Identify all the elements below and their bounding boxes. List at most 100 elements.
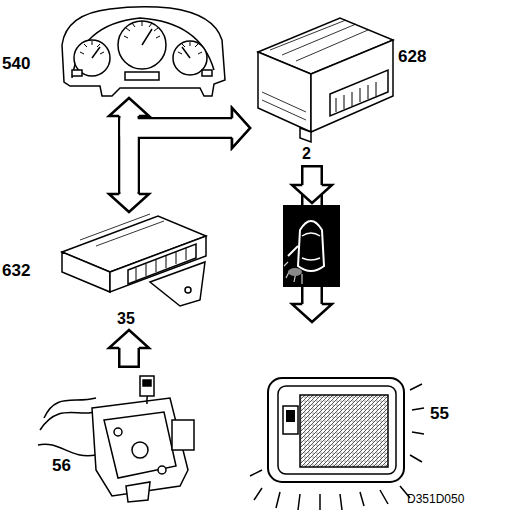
control-module-part <box>262 92 306 120</box>
central-module-part <box>110 236 206 292</box>
door-open-icon-part <box>302 233 320 260</box>
door-lock-unit-part <box>140 376 154 396</box>
pin-number: 35 <box>117 311 135 327</box>
door-lock-unit-part <box>158 466 166 474</box>
door-lock-unit-part <box>132 442 148 458</box>
door-open-icon-part <box>284 262 302 284</box>
instrument-cluster <box>62 7 225 96</box>
central-module-part <box>150 262 205 306</box>
instrument-cluster-part <box>62 7 225 96</box>
door-open-icon-part <box>288 268 302 276</box>
component-node: 628 <box>250 15 395 165</box>
door-lock-unit-part <box>126 482 150 502</box>
door-lock-unit-part <box>38 444 96 456</box>
block-arrow-head-part <box>292 185 332 203</box>
block-arrow <box>121 116 138 194</box>
component-node: 540 <box>60 5 225 98</box>
central-module-part <box>185 287 191 293</box>
block-arrow <box>129 128 232 192</box>
courtesy-light <box>250 378 424 510</box>
control-module-part <box>336 82 376 112</box>
arrow-tail <box>301 165 323 168</box>
door-open-icon-part <box>283 205 340 287</box>
door-open-icon-part <box>298 221 324 271</box>
arrow-tail <box>118 366 140 369</box>
block-arrow-head <box>292 185 332 203</box>
block-arrow <box>118 348 140 368</box>
door-lock-unit-part <box>40 410 100 430</box>
courtesy-light-part <box>283 406 298 434</box>
block-arrow <box>121 348 138 368</box>
component-node: 56 <box>35 368 197 503</box>
instrument-cluster-part <box>92 47 100 58</box>
arrow-head <box>109 98 149 116</box>
instrument-cluster-part <box>178 42 202 54</box>
courtesy-light-part <box>268 378 404 482</box>
instrument-cluster-part <box>124 21 160 38</box>
block-arrow <box>304 165 321 304</box>
instrument-cluster-part <box>72 70 82 76</box>
instrument-cluster-part <box>202 70 212 76</box>
block-arrow <box>129 118 232 128</box>
block-arrow <box>129 128 232 192</box>
instrument-cluster-part <box>118 21 166 69</box>
instrument-cluster-part <box>173 41 207 75</box>
door-lock-unit-part <box>104 412 176 478</box>
connector-fill-layer <box>129 116 312 368</box>
control-module-part <box>258 18 393 74</box>
door-lock-unit-part <box>92 398 188 496</box>
control-module-part <box>258 52 311 132</box>
central-module-part <box>136 248 186 280</box>
instrument-cluster-part <box>142 29 152 45</box>
connector-head-layer <box>109 98 332 367</box>
block-arrow <box>129 118 232 128</box>
door-lock-unit-part <box>147 384 148 404</box>
callout-number: 540 <box>2 55 30 72</box>
courtesy-light-part <box>250 384 424 510</box>
arrow-head <box>292 304 332 322</box>
door-lock-unit <box>38 376 194 502</box>
block-arrow <box>118 116 140 194</box>
instrument-cluster-part <box>125 72 159 80</box>
instrument-cluster-part <box>72 18 214 78</box>
pin-number: 2 <box>302 146 311 162</box>
control-module <box>258 18 393 142</box>
callout-number: 56 <box>52 457 71 474</box>
figure-code: D351D050 <box>407 493 464 505</box>
callout-number: 628 <box>398 48 426 65</box>
central-module-part <box>128 244 196 284</box>
central-module-part <box>62 216 206 272</box>
control-module-part <box>300 128 311 142</box>
callout-number: 632 <box>2 262 30 279</box>
instrument-cluster-part <box>80 41 104 54</box>
arrow-head <box>232 108 250 148</box>
connector-outline-layer <box>129 116 312 368</box>
callout-number: 55 <box>430 405 449 422</box>
central-module-part <box>80 214 164 246</box>
arrow-head <box>232 108 250 148</box>
courtesy-light-part <box>300 395 388 467</box>
control-module-part <box>270 20 368 61</box>
central-module <box>62 214 206 306</box>
component-node: 55 <box>262 322 410 497</box>
instrument-cluster-part <box>182 47 190 58</box>
door-lock-unit-part <box>172 420 194 450</box>
door-open-icon-part <box>288 246 298 256</box>
control-module-part <box>311 40 393 132</box>
courtesy-light-part <box>278 386 396 474</box>
control-module-part <box>330 70 388 116</box>
door-lock-unit-part <box>114 428 122 436</box>
arrow-head <box>109 194 149 212</box>
block-arrow <box>301 165 323 304</box>
central-module-part <box>62 252 110 292</box>
door-open-icon <box>283 205 340 287</box>
arrow-head <box>109 330 149 348</box>
door-lock-unit-part <box>143 380 151 386</box>
door-lock-unit-part <box>44 398 96 418</box>
courtesy-light-part <box>286 410 295 422</box>
instrument-cluster-part <box>74 40 110 76</box>
